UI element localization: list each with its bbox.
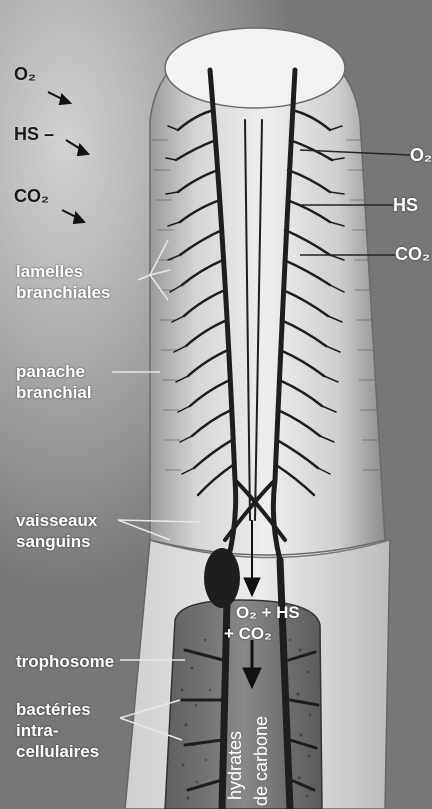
label-branchiales: branchiales <box>16 283 111 303</box>
label-intra: intra- <box>16 721 59 741</box>
label-o2-left: O₂ <box>14 64 36 85</box>
label-trophosome: trophosome <box>16 652 114 672</box>
heart <box>204 548 240 608</box>
label-branchial: branchial <box>16 383 92 403</box>
branchial-plume <box>150 35 385 555</box>
label-co2-right: CO₂ <box>395 244 430 265</box>
label-o2-right: O₂ <box>410 145 432 166</box>
label-bacteries: bactéries <box>16 700 91 720</box>
label-cellulaires: cellulaires <box>16 742 99 762</box>
label-lamelles: lamelles <box>16 262 83 282</box>
label-vaisseaux: vaisseaux <box>16 511 97 531</box>
label-de-carbone: de carbone <box>250 716 272 806</box>
label-inputs-1: O₂ + HS <box>236 603 300 623</box>
label-hs-right: HS <box>393 195 418 216</box>
label-panache: panache <box>16 362 85 382</box>
label-inputs-2: + CO₂ <box>224 624 272 644</box>
label-co2-left: CO₂ <box>14 186 49 207</box>
label-sanguins: sanguins <box>16 532 91 552</box>
plume-cap <box>165 28 345 108</box>
label-hydrates: hydrates <box>224 731 246 800</box>
label-hs-left: HS – <box>14 124 54 145</box>
